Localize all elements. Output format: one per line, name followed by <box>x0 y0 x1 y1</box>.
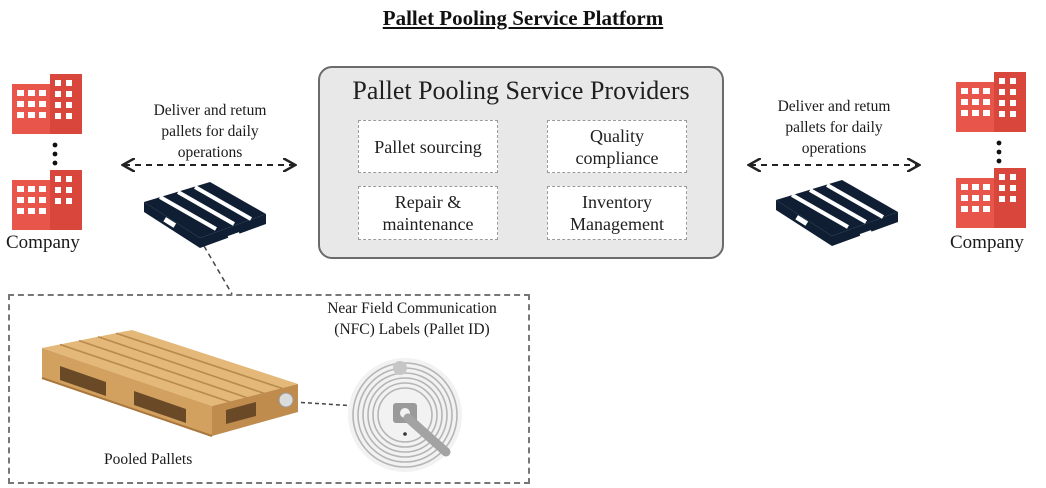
service-providers-title: Pallet Pooling Service Providers <box>352 76 690 105</box>
service-repair-maintenance: Repair & maintenance <box>358 186 498 240</box>
nfc-tag-icon <box>348 358 462 472</box>
building-icon <box>12 170 82 230</box>
left-company-label: Company <box>6 232 80 253</box>
service-quality-compliance: Quality compliance <box>547 120 687 173</box>
nfc-labels-caption: Near Field Communication (NFC) Labels (P… <box>327 300 497 338</box>
service-pallet-sourcing: Pallet sourcing <box>358 120 498 173</box>
right-flow-label: Deliver and retum pallets for daily oper… <box>777 98 891 157</box>
service-inventory-management: Inventory Management <box>547 186 687 240</box>
pallet-detail-box <box>8 294 530 484</box>
ellipsis-icon <box>996 140 1002 164</box>
right-company-label: Company <box>950 232 1024 253</box>
page-title: Pallet Pooling Service Platform <box>382 6 664 30</box>
building-icon <box>956 168 1026 228</box>
pooled-pallets-label: Pooled Pallets <box>104 451 193 468</box>
ellipsis-icon <box>52 142 58 166</box>
pallet-detail-connector <box>203 245 233 295</box>
nfc-connector <box>293 401 357 407</box>
right-company-buildings-icon <box>956 72 1026 228</box>
right-pallet-icon <box>776 180 898 246</box>
building-icon <box>12 74 82 134</box>
wooden-pallet-image <box>41 330 298 437</box>
left-company-buildings-icon <box>12 74 82 230</box>
left-flow-label: Deliver and retum pallets for daily oper… <box>153 102 267 161</box>
building-icon <box>956 72 1026 132</box>
left-pallet-icon <box>144 182 266 248</box>
